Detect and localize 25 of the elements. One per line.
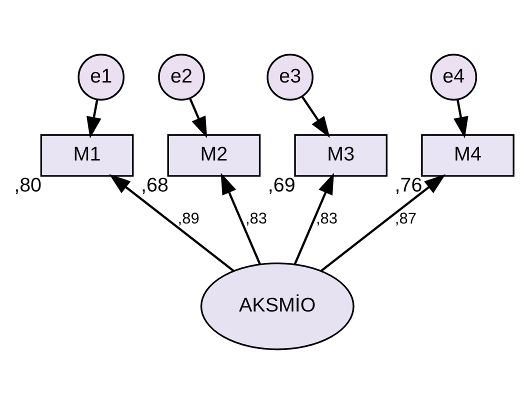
- edge-label: ,89: [178, 210, 200, 228]
- edge-label: ,83: [316, 210, 338, 228]
- node-box: M3: [294, 134, 388, 176]
- arrow: [188, 98, 208, 138]
- node-label: ,69: [268, 174, 296, 196]
- edge-label: ,87: [394, 210, 416, 228]
- arrow: [86, 98, 102, 138]
- arrow: [301, 96, 330, 138]
- arrow: [109, 174, 234, 272]
- arrow: [454, 98, 468, 138]
- node-circle: e4: [430, 53, 478, 100]
- arrow: [294, 172, 334, 264]
- edge-label: ,83: [245, 210, 268, 228]
- arrow: [220, 172, 261, 264]
- node-circle: e3: [266, 53, 314, 100]
- node-circle: e2: [158, 53, 205, 100]
- arrow: [320, 174, 446, 272]
- node-box: M2: [167, 134, 261, 176]
- node-label: ,76: [394, 174, 422, 196]
- node-box: M1: [40, 134, 134, 176]
- node-circle: e1: [78, 53, 125, 100]
- node-label: ,80: [14, 174, 42, 196]
- node-box: M4: [421, 134, 514, 176]
- node-ellipse: AKSMİO: [200, 262, 354, 350]
- node-label: ,68: [140, 174, 168, 196]
